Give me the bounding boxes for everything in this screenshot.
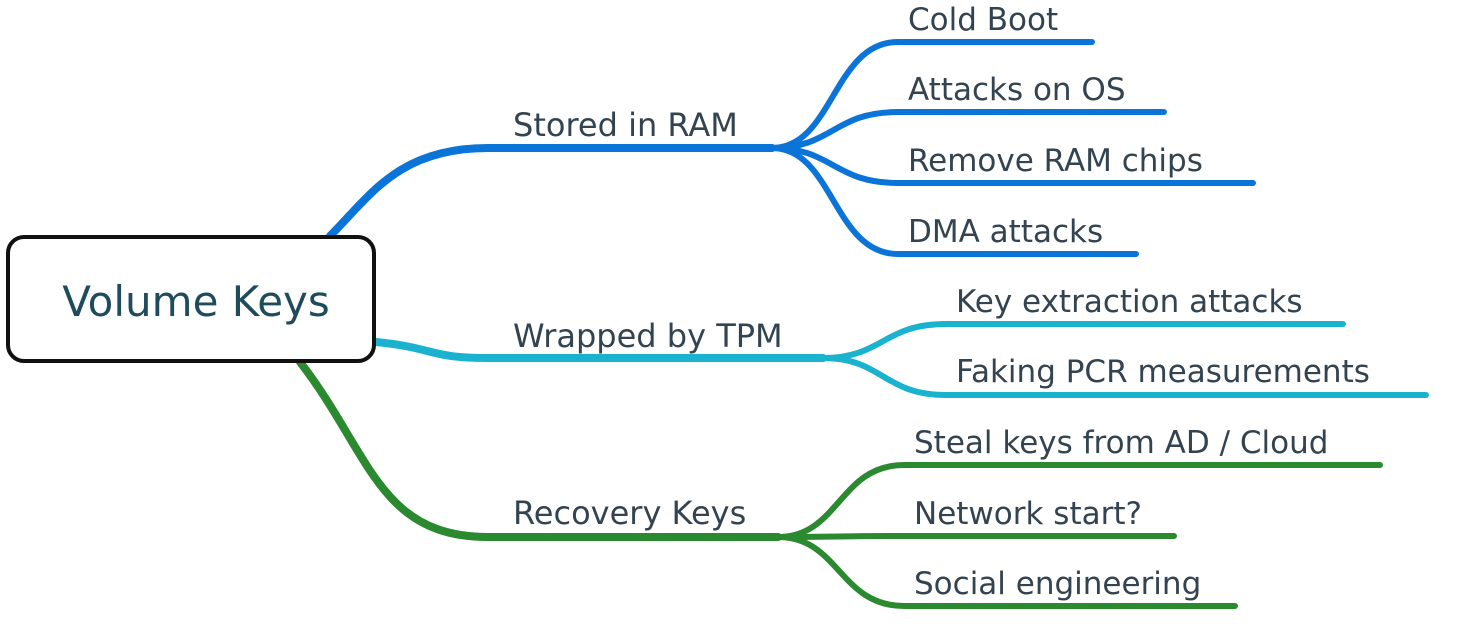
branch-label-recovery-keys[interactable]: Recovery Keys — [513, 494, 746, 532]
leaf-remove-ram-chips[interactable]: Remove RAM chips — [908, 143, 1203, 179]
leaf-network-start[interactable]: Network start? — [914, 496, 1142, 532]
leaf-steal-keys-from-ad-cloud[interactable]: Steal keys from AD / Cloud — [914, 425, 1328, 461]
leaf-dma-attacks[interactable]: DMA attacks — [908, 214, 1103, 250]
branch-label-stored-in-ram[interactable]: Stored in RAM — [513, 106, 738, 144]
connector-wrapped-by-tpm-leaf-1 — [820, 321, 1346, 361]
root-node[interactable]: Volume Keys — [6, 235, 376, 363]
connector-stored-in-ram-leaf-2 — [769, 109, 1167, 151]
connector-recovery-keys — [296, 358, 782, 541]
branch-label-wrapped-by-tpm[interactable]: Wrapped by TPM — [513, 317, 783, 355]
connector-recovery-keys-leaf-3 — [775, 534, 1238, 609]
root-node-box — [6, 235, 376, 363]
connector-wrapped-by-tpm — [372, 338, 827, 362]
connector-recovery-keys-leaf-1 — [775, 462, 1383, 540]
connector-recovery-keys-leaf-2 — [775, 533, 1177, 540]
connectors — [296, 39, 1429, 609]
connector-stored-in-ram — [326, 144, 776, 240]
leaf-social-engineering[interactable]: Social engineering — [914, 566, 1201, 602]
leaf-attacks-on-os[interactable]: Attacks on OS — [908, 72, 1126, 108]
connector-stored-in-ram-leaf-1 — [769, 39, 1095, 151]
leaf-key-extraction-attacks[interactable]: Key extraction attacks — [956, 284, 1303, 320]
leaf-cold-boot[interactable]: Cold Boot — [908, 2, 1058, 38]
connector-wrapped-by-tpm-leaf-2 — [820, 355, 1429, 398]
root-node-label: Volume Keys — [62, 277, 330, 326]
connector-stored-in-ram-leaf-4 — [769, 145, 1139, 257]
leaf-faking-pcr-measurements[interactable]: Faking PCR measurements — [956, 354, 1370, 390]
